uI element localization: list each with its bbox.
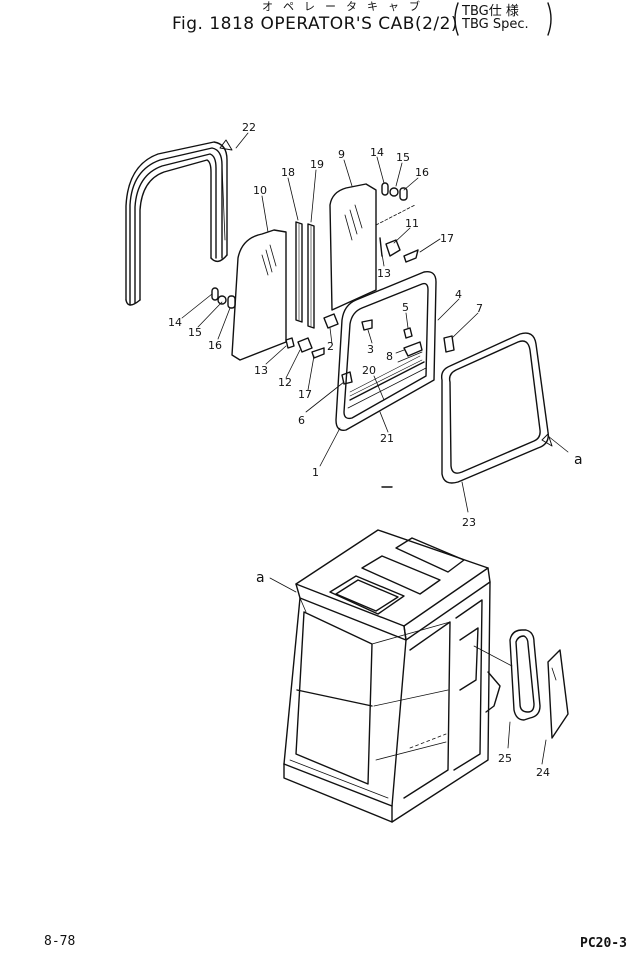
kana-title: オペレータキャブ [262, 0, 430, 13]
callout-14-upper: 14 [370, 146, 384, 159]
hardware-parts [211, 182, 455, 488]
callout-a-cab: a [256, 570, 265, 586]
callout-a-gasket: a [574, 452, 583, 468]
callout-13-lower: 13 [254, 364, 268, 377]
part-1-door-frame [335, 271, 437, 431]
callout-13-upper: 13 [377, 267, 391, 280]
callout-2: 2 [327, 340, 334, 353]
spec-en-label: TBG Spec. [462, 17, 529, 32]
callout-4: 4 [455, 288, 462, 301]
page-number: 8-78 [44, 934, 76, 949]
callout-16-lower: 16 [208, 339, 222, 352]
callout-3: 3 [367, 343, 374, 356]
part-22-weatherstrip [125, 141, 228, 306]
callout-17-lower: 17 [298, 388, 312, 401]
callout-labels: 22 9 18 19 10 14 15 16 11 17 13 5 4 7 3 … [168, 121, 583, 779]
part-10-glass [231, 229, 287, 361]
callout-18: 18 [281, 166, 295, 179]
leader-lines [181, 132, 569, 513]
figure-title: Fig. 1818 OPERATOR'S CAB(2/2) [172, 14, 459, 34]
part-18-strip [295, 221, 303, 323]
callout-15-upper: 15 [396, 151, 410, 164]
callout-6: 6 [298, 414, 305, 427]
callout-22: 22 [242, 121, 256, 134]
part-9-glass [329, 183, 416, 311]
callout-24: 24 [536, 766, 550, 779]
callout-25: 25 [498, 752, 512, 765]
part-24-side-glass [541, 649, 569, 765]
callout-14-lower: 14 [168, 316, 182, 329]
callout-8: 8 [386, 350, 393, 363]
callout-16-upper: 16 [415, 166, 429, 179]
callout-19: 19 [310, 158, 324, 171]
callout-20: 20 [362, 364, 376, 377]
part-19-strip [307, 223, 315, 329]
callout-1: 1 [312, 466, 319, 479]
part-25-side-gasket [507, 629, 541, 749]
model-code: PC20-3 [580, 936, 627, 951]
callout-7: 7 [476, 302, 483, 315]
callout-10: 10 [253, 184, 267, 197]
spec-jp-label: TBG仕 様 [462, 4, 519, 19]
callout-21: 21 [380, 432, 394, 445]
callout-9: 9 [338, 148, 345, 161]
callout-23: 23 [462, 516, 476, 529]
callout-15-lower: 15 [188, 326, 202, 339]
callout-5: 5 [402, 301, 409, 314]
callout-12: 12 [278, 376, 292, 389]
part-23-gasket [440, 332, 549, 484]
callout-11: 11 [405, 217, 419, 230]
cab-body [269, 529, 513, 823]
callout-17-upper: 17 [440, 232, 454, 245]
